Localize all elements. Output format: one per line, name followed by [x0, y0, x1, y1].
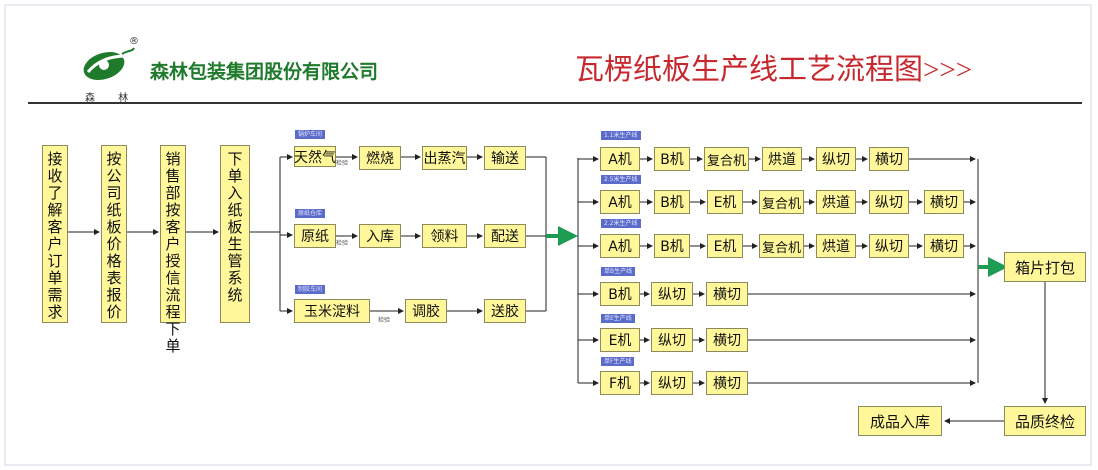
line6-f-machine: F机	[600, 371, 640, 395]
pack-box: 箱片打包	[1004, 252, 1086, 282]
step-order-intake: 接收了解客户订单需求	[42, 145, 68, 323]
line3-laminator: 复合机	[759, 234, 804, 258]
node-corn-starch: 玉米淀料	[294, 299, 370, 323]
line3-dryer: 烘道	[816, 234, 856, 258]
node-deliver: 配送	[484, 224, 526, 248]
line5-slitter: 纵切	[651, 328, 693, 352]
line3-e-machine: E机	[707, 234, 743, 258]
line2-dryer: 烘道	[816, 190, 856, 214]
line2-cutter: 横切	[924, 190, 964, 214]
line1-cutter: 横切	[869, 147, 909, 171]
page-title: 瓦楞纸板生产线工艺流程图>>>	[575, 54, 973, 86]
line1-dryer: 烘道	[762, 147, 802, 171]
node-send-glue: 送胶	[484, 299, 526, 323]
line2-e-machine: E机	[707, 190, 743, 214]
line2-b-machine: B机	[654, 190, 690, 214]
line6-slitter: 纵切	[651, 371, 693, 395]
line3-b-machine: B机	[654, 234, 690, 258]
company-name: 森林包装集团股份有限公司	[150, 62, 379, 83]
step-sales-order: 销售部按客户授信流程下单	[160, 145, 186, 355]
line4-slitter: 纵切	[651, 282, 693, 306]
note-inspect-boiler: 检验	[336, 160, 349, 167]
line6-cutter: 横切	[706, 371, 748, 395]
node-pick: 领料	[422, 224, 467, 248]
node-warehouse: 入库	[359, 224, 401, 248]
line4-cutter: 横切	[706, 282, 748, 306]
header-divider	[28, 102, 1082, 104]
registered-mark: ®	[129, 36, 139, 47]
qc-box: 品质终检	[1004, 406, 1086, 436]
store-box: 成品入库	[858, 406, 942, 436]
node-natural-gas: 天然气	[294, 146, 336, 167]
line3-a-machine: A机	[600, 234, 640, 258]
line1-tag: 1.1米生产线	[601, 131, 641, 140]
line5-e-machine: E机	[600, 328, 640, 352]
line5-tag: 单E生产线	[601, 314, 635, 323]
leaf-logo-icon	[83, 47, 135, 80]
line2-laminator: 复合机	[759, 190, 804, 214]
line1-a-machine: A机	[600, 147, 640, 171]
line1-slitter: 纵切	[816, 147, 856, 171]
step-quote: 按公司纸板价格表报价	[101, 145, 127, 323]
supply-tag-paper: 原纸仓库	[295, 209, 326, 218]
node-mix-glue: 调胶	[405, 299, 447, 323]
supply-tag-glue: 制胶车间	[295, 285, 326, 294]
page-frame	[4, 4, 1092, 466]
node-convey: 输送	[484, 146, 526, 170]
logo-subtext: 森 林	[85, 93, 139, 104]
line6-tag: 单F生产线	[601, 357, 635, 366]
note-inspect-glue: 检验	[378, 317, 391, 324]
line3-cutter: 横切	[924, 234, 964, 258]
line1-laminator: 复合机	[704, 147, 749, 171]
line2-tag: 2.5米生产线	[601, 175, 641, 184]
company-logo	[82, 44, 136, 88]
line5-cutter: 横切	[706, 328, 748, 352]
node-steam: 出蒸汽	[422, 146, 467, 170]
note-inspect-paper: 检验	[336, 240, 349, 247]
line3-tag: 2.2米生产线	[601, 219, 641, 228]
node-raw-paper: 原纸	[294, 224, 336, 248]
line4-b-machine: B机	[600, 282, 640, 306]
line3-slitter: 纵切	[869, 234, 909, 258]
supply-tag-boiler: 锅炉车间	[295, 130, 326, 139]
line2-a-machine: A机	[600, 190, 640, 214]
node-burn: 燃烧	[359, 146, 401, 170]
line2-slitter: 纵切	[869, 190, 909, 214]
step-production-system: 下单入纸板生管系统	[220, 145, 250, 323]
line4-tag: 单B生产线	[601, 267, 636, 276]
line1-b-machine: B机	[654, 147, 690, 171]
